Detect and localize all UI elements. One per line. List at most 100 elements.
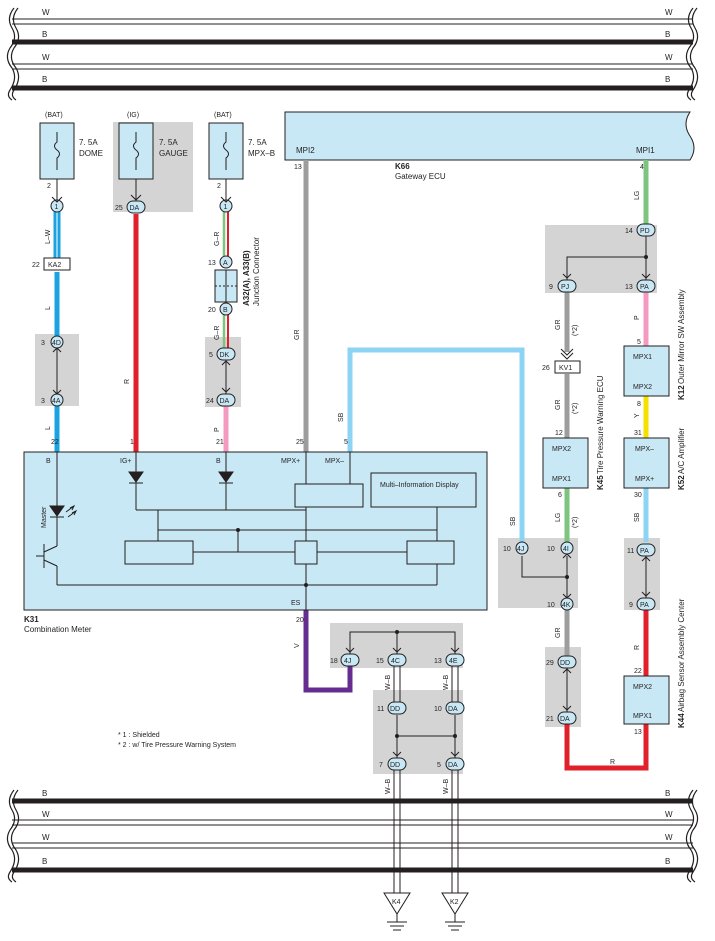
svg-text:13: 13: [208, 260, 216, 267]
junction-name: Junction Connector: [252, 237, 261, 306]
connector-1-mpxb: 1: [219, 196, 233, 213]
bus-top: W W B B W W B B: [6, 7, 699, 101]
svg-text:B: B: [46, 458, 51, 465]
bus-top-label-1: W: [42, 8, 50, 17]
svg-text:1: 1: [55, 204, 59, 211]
svg-text:K44: K44: [677, 713, 686, 728]
svg-text:12: 12: [555, 430, 563, 437]
svg-text:8: 8: [637, 401, 641, 408]
fuse-gauge-source: (IG): [127, 112, 139, 119]
wire-label-gr-t2-note: (*2): [572, 403, 579, 414]
svg-text:13: 13: [625, 284, 633, 291]
svg-text:11: 11: [377, 706, 384, 713]
connector-4c: 4C 15: [376, 647, 407, 667]
wire-label-p-mir: P: [634, 315, 641, 320]
connector-pa-13: PA 13: [625, 273, 656, 293]
svg-text:13: 13: [434, 658, 442, 665]
bus-bottom-label-1: B: [42, 789, 47, 798]
wire-label-gr2: G–R: [214, 326, 221, 340]
svg-text:DA: DA: [130, 205, 140, 212]
wire-label-y: Y: [634, 413, 641, 418]
connector-4a: 4A 3: [41, 389, 64, 407]
wire-label-wb4: W–B: [443, 779, 450, 795]
wire-label-lg-t-note: (*2): [572, 517, 579, 528]
wire-mirror-p: P: [634, 292, 649, 346]
svg-text:7: 7: [379, 762, 383, 769]
svg-text:10: 10: [547, 602, 555, 609]
bus-bottom-label-1r: B: [665, 789, 670, 798]
bus-bottom-label-2: W: [42, 810, 50, 819]
svg-text:4J: 4J: [517, 546, 524, 553]
wire-label-sb-ac: SB: [634, 512, 641, 522]
wire-gauge: R: [124, 179, 139, 452]
svg-text:14: 14: [625, 228, 633, 235]
svg-text:4K: 4K: [562, 602, 571, 609]
svg-text:10: 10: [503, 546, 511, 553]
wire-label-p: P: [214, 427, 221, 432]
svg-text:PA: PA: [640, 602, 649, 609]
wire-label-gr-4k: GR: [555, 628, 562, 639]
wire-y: Y: [634, 396, 649, 438]
wire-label-l2: L: [45, 426, 52, 430]
wire-label-l1: L: [45, 306, 52, 310]
svg-text:1: 1: [224, 204, 228, 211]
meter-es-label: ES: [291, 600, 301, 607]
gateway-ecu: MPI2 MPI1 K66 Gateway ECU 13 4: [284, 111, 695, 181]
fuse-icon: [54, 132, 60, 170]
note-1: * 1 : Shielded: [118, 732, 160, 739]
bus-top-label-1r: W: [665, 8, 673, 17]
svg-text:24: 24: [206, 398, 214, 405]
wire-label-r: R: [124, 379, 131, 384]
svg-text:Airbag Sensor Assembly Center: Airbag Sensor Assembly Center: [677, 598, 686, 712]
svg-text:DA: DA: [448, 706, 458, 713]
fuse-mpxb-name: MPX–B: [248, 149, 275, 158]
svg-text:11: 11: [627, 548, 634, 555]
connector-4j-18: 4J 18: [330, 647, 360, 667]
svg-text:MPX2: MPX2: [633, 384, 652, 391]
fuse-dome-name: DOME: [79, 149, 103, 158]
svg-text:22: 22: [51, 439, 59, 446]
component-k45: MPX2 MPX1 12 6 K45 Tire Pressure Warning…: [542, 375, 605, 499]
wire-label-r-air: R: [634, 645, 641, 650]
svg-text:5: 5: [209, 352, 213, 359]
fuse-icon: [223, 132, 229, 170]
svg-text:3: 3: [41, 398, 45, 405]
wire-label-v: V: [294, 643, 301, 648]
svg-text:25: 25: [115, 205, 123, 212]
svg-text:B: B: [223, 307, 228, 314]
svg-text:22: 22: [634, 668, 642, 675]
wire-label-lg: LG: [634, 191, 641, 200]
svg-text:5: 5: [344, 439, 348, 446]
combination-meter: 22 1 21 25 5 B IG+ B MPX+ MPX–: [23, 439, 488, 634]
svg-text:PA: PA: [640, 548, 649, 555]
connector-da-24: DA 24: [206, 387, 236, 407]
component-k12: MPX1 MPX2 5 8 K12 Outer Mirror SW Assemb…: [623, 289, 686, 408]
note-2: * 2 : w/ Tire Pressure Warning System: [118, 742, 236, 749]
meter-es-pin: 20: [296, 617, 304, 624]
svg-text:MPX+: MPX+: [635, 476, 654, 483]
bus-bottom: B B W W W W B B: [6, 789, 699, 883]
svg-text:4I: 4I: [563, 546, 569, 553]
svg-text:K52: K52: [677, 475, 686, 490]
fuse-dome-pin: 2: [47, 183, 51, 190]
wire-label-gr-gw: GR: [294, 330, 301, 341]
svg-text:DK: DK: [220, 352, 230, 359]
svg-text:26: 26: [542, 365, 550, 372]
svg-text:18: 18: [330, 658, 338, 665]
gateway-name: Gateway ECU: [395, 172, 446, 181]
svg-text:DD: DD: [390, 706, 400, 713]
wire-label-wb1: W–B: [385, 675, 392, 691]
wire-mpxb: G–R G–R P: [214, 179, 229, 452]
svg-text:KA2: KA2: [48, 262, 61, 269]
svg-text:4J: 4J: [344, 658, 351, 665]
connector-4i: 4I 10: [547, 541, 574, 559]
fuse-gauge-name: GAUGE: [159, 149, 188, 158]
svg-text:MPX+: MPX+: [281, 458, 300, 465]
svg-text:MPX–: MPX–: [325, 458, 344, 465]
fuse-dome-source: (BAT): [45, 112, 63, 119]
wire-ac-sb: SB: [634, 488, 649, 542]
meter-name: Combination Meter: [24, 625, 92, 634]
gateway-pin-left-label: MPI2: [296, 146, 315, 155]
